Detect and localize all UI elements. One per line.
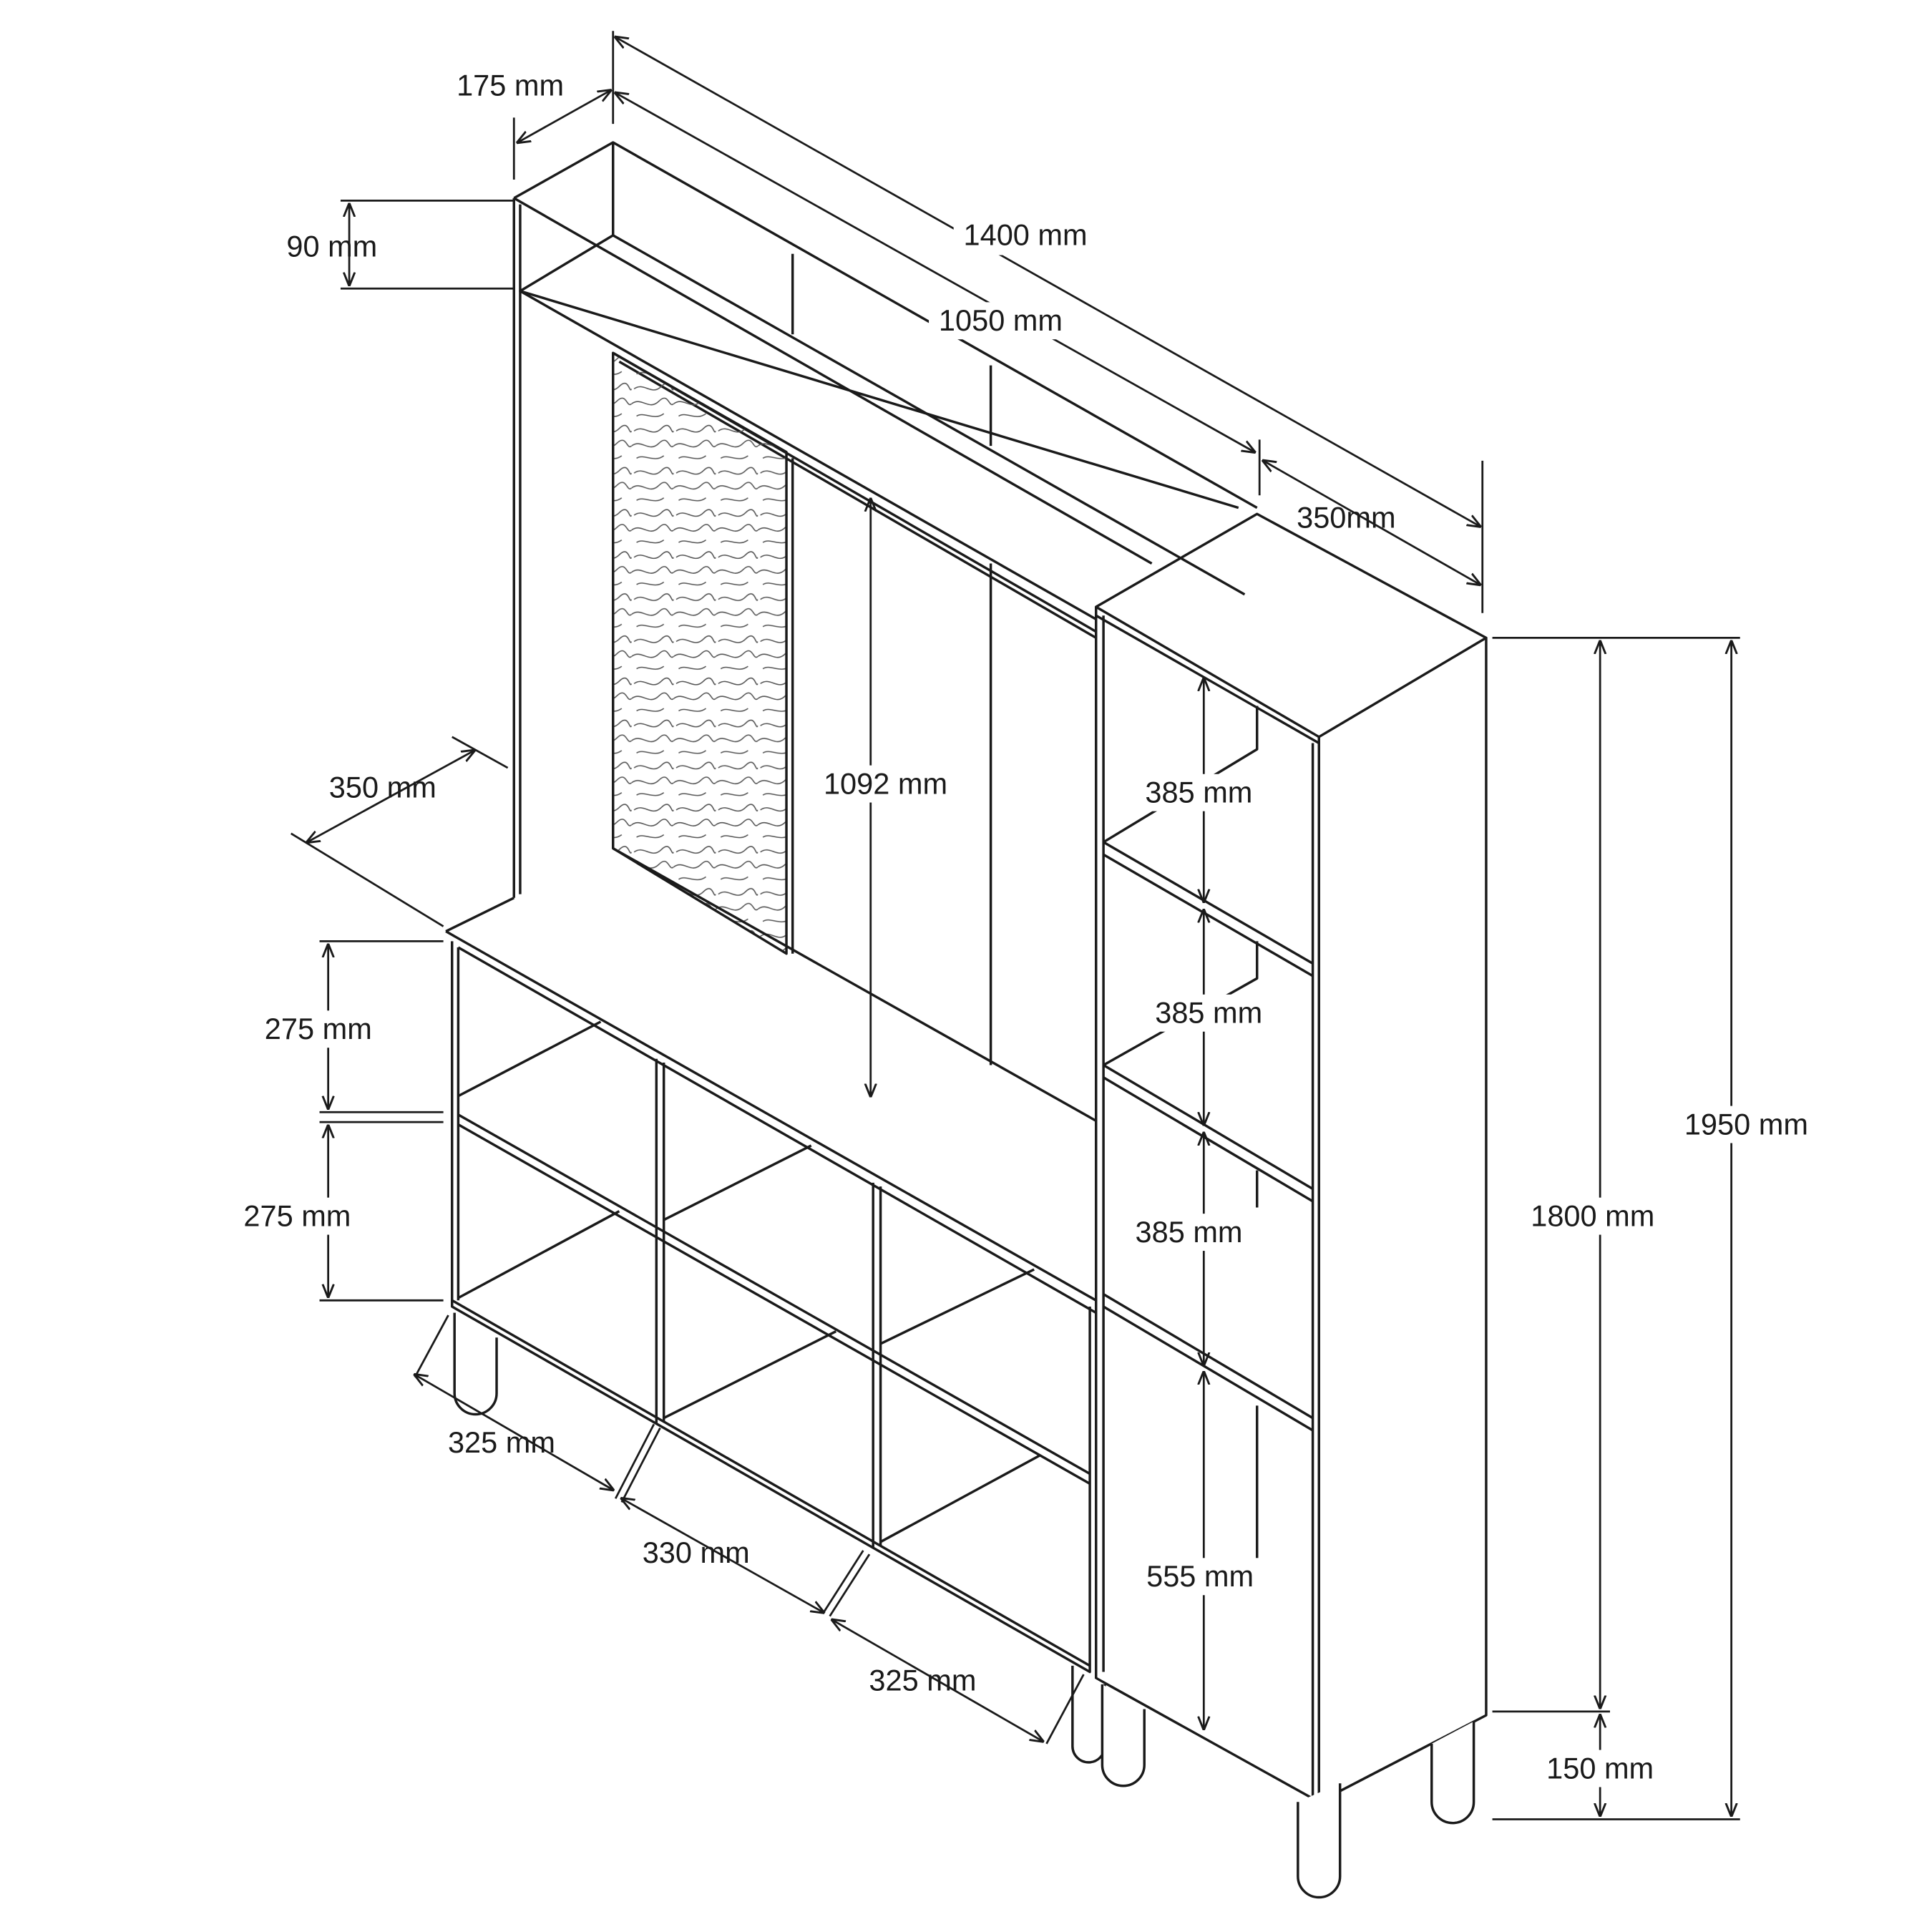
label-cell-3: 325 mm — [869, 1663, 976, 1697]
upper-unit — [512, 141, 1258, 1065]
label-top-height: 90 mm — [286, 229, 377, 263]
label-cell-1: 325 mm — [448, 1425, 555, 1459]
label-tower-shelf-1: 385 mm — [1145, 776, 1252, 809]
label-tower-shelf-2: 385 mm — [1155, 996, 1262, 1030]
label-lower-shelf-2: 275 mm — [243, 1199, 351, 1232]
dimension-lines — [291, 31, 1740, 1820]
label-tower-shelf-4: 555 mm — [1146, 1559, 1254, 1593]
label-leg-height: 150 mm — [1546, 1751, 1654, 1785]
lower-cabinet — [445, 847, 1097, 1674]
label-lower-depth: 350 mm — [329, 771, 436, 804]
label-lower-shelf-1: 275 mm — [265, 1012, 372, 1045]
label-body-height: 1800 mm — [1531, 1199, 1654, 1232]
label-total-height: 1950 mm — [1684, 1107, 1808, 1141]
label-opening-height: 1092 mm — [824, 766, 947, 800]
label-tower-shelf-3: 385 mm — [1136, 1215, 1243, 1249]
label-upper-width: 1050 mm — [939, 303, 1063, 337]
label-tower-width: 350mm — [1297, 500, 1395, 534]
legs — [453, 1312, 1475, 1899]
dimension-labels: 175 mm 90 mm 1400 mm 1050 mm 350mm 350 m… — [235, 68, 1821, 1787]
label-total-width: 1400 mm — [964, 218, 1088, 252]
label-top-depth: 175 mm — [457, 68, 564, 102]
tower-unit — [1095, 512, 1488, 1803]
label-cell-2: 330 mm — [643, 1536, 750, 1569]
